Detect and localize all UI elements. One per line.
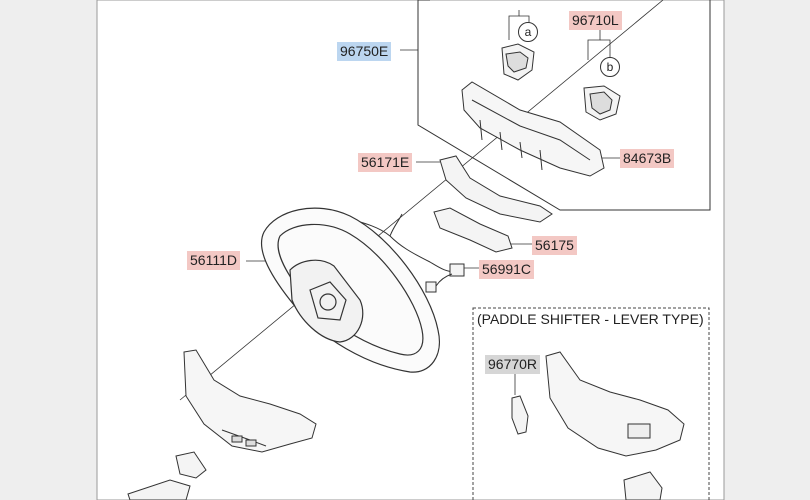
label-96770R[interactable]: 96770R — [485, 355, 541, 374]
leader-a — [508, 10, 520, 40]
callout-b: b — [600, 57, 620, 77]
wiring-56991C-drawing — [345, 213, 465, 293]
lower-cover-drawing — [183, 349, 317, 453]
label-56171E[interactable]: 56171E — [358, 153, 413, 172]
paddle-shifter-caption: (PADDLE SHIFTER - LEVER TYPE) — [477, 311, 704, 327]
assembly-axis-line — [179, 0, 664, 401]
steering-wheel-drawing — [260, 207, 440, 373]
callout-a: a — [518, 22, 538, 42]
leader-96710L — [587, 28, 601, 60]
switch-right-drawing — [583, 85, 621, 121]
bracket-56171E-drawing — [439, 155, 553, 223]
leader-96710L-b — [600, 39, 611, 58]
paddle-lever-drawing — [511, 395, 529, 435]
label-56175[interactable]: 56175 — [532, 236, 577, 255]
switch-left-drawing — [501, 43, 535, 81]
leader-a2 — [519, 15, 530, 22]
bracket-56175-drawing — [433, 207, 513, 253]
label-56111D[interactable]: 56111D — [187, 251, 240, 270]
leader-lines — [246, 10, 620, 395]
switch-group-frame — [417, 0, 711, 211]
paddle-shifter-frame — [472, 307, 710, 500]
label-96750E[interactable]: 96750E — [337, 42, 392, 61]
label-96710L[interactable]: 96710L — [569, 11, 622, 30]
paddle-cover-drawing — [545, 351, 685, 457]
column-lever-drawing — [127, 451, 207, 500]
switch-bezel-drawing — [461, 81, 605, 177]
label-84673B[interactable]: 84673B — [620, 149, 675, 168]
paddle-bottom-drawing — [623, 471, 663, 500]
label-56991C[interactable]: 56991C — [479, 260, 535, 279]
